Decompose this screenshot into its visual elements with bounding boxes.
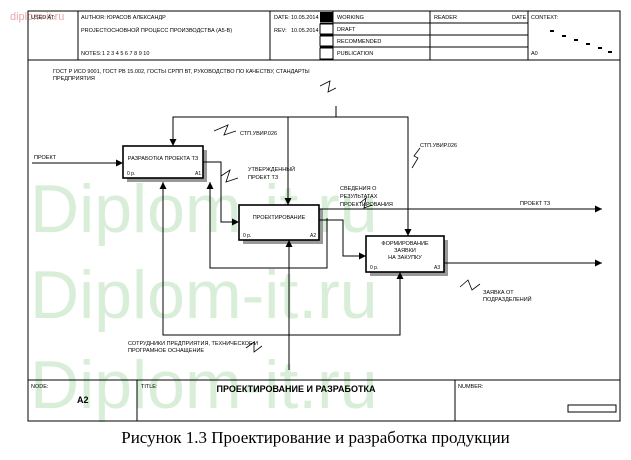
author-label: AUTHOR: [81,15,106,21]
label-squiggles [213,80,481,353]
a3-title-line-1: ФОРМИРОВАНИЕ [381,241,429,247]
footer-block: NODE: TITLE: NUMBER: A2 ПРОЕКТИРОВАНИЕ И… [28,379,620,421]
status-draft: DRAFT [337,27,356,33]
figure-caption: Рисунок 1.3 Проектирование и разработка … [121,428,510,447]
status-recommended-marker [319,35,334,47]
context-node: A0 [531,51,538,57]
activity-box-a2: ПРОЕКТИРОВАНИЕ 0 р. A2 [238,204,323,244]
node-label: NODE: [31,384,49,390]
a3-id: A3 [434,265,440,271]
a3-title-line-3: НА ЗАКУПКУ [388,255,422,261]
mechanism-arrow-to-a3 [289,272,404,336]
a2-title: ПРОЕКТИРОВАНИЕ [253,215,306,221]
label-results-3: ПРОЕКТИРОВАНИЯ [340,202,393,208]
reader-date-label: DATE [512,15,527,21]
label-approved-tz-2: ПРОЕКТ ТЗ [248,175,279,181]
title-label: TITLE: [141,384,158,390]
reader-label: READER [434,15,457,21]
label-input-project: ПРОЕКТ [34,155,57,161]
label-control-gost-2: ПРЕДПРИЯТИЯ [53,76,95,82]
watermark-large-2: Diplom-it.ru [30,257,378,333]
date-label: DATE: [274,15,290,21]
status-working: WORKING [337,15,364,21]
notes-label: NOTES: [81,51,102,57]
label-output-tz: ПРОЕКТ ТЗ [520,201,551,207]
label-mechanism-2: ПРОГРАМНОЕ ОСНАЩЕНИЕ [128,348,204,354]
status-draft-marker [319,23,334,35]
control-arrow-to-a3 [335,106,412,236]
label-approved-tz-1: УТВЕРЖДЕННЫЙ [248,165,295,173]
watermark-large-3: Diplom-it.ru [30,347,378,423]
a1-title: РАЗРАБОТКА ПРОЕКТА ТЗ [128,156,199,162]
status-working-marker [320,12,333,22]
label-output-request-2: ПОДРАЗДЕЛЕНИЙ [483,295,532,303]
label-results-2: РЕЗУЛЬТАТАХ [340,194,378,200]
footer-number-box [567,404,617,413]
context-thumbnail [550,30,612,53]
project-label: PROJECT: [81,28,108,34]
status-recommended: RECOMMENDED [337,39,381,45]
a1-id: A1 [195,171,201,177]
number-label: NUMBER: [458,384,484,390]
arrow-a2-to-a3 [319,219,366,260]
notes-value: 1 2 3 4 5 6 7 8 9 10 [102,51,149,57]
a2-cost: 0 р. [243,233,251,239]
rev-label: REV: [274,28,287,34]
header-block: USED AT: AUTHOR: ЮРАСОВ АЛЕКСАНДР PROJEC… [28,11,620,61]
used-at-label: USED AT: [31,15,56,21]
control-arrow-to-a1 [169,106,337,146]
activity-box-a3: ФОРМИРОВАНИЕ ЗАЯВКИ НА ЗАКУПКУ 0 р. A3 [365,235,448,276]
a2-id: A2 [310,233,316,239]
project-value: ОСНОВНОЙ ПРОЦЕСС ПРОИЗВОДСТВА (А5-В) [107,26,232,34]
a1-cost: 0 р. [127,171,135,177]
a3-cost: 0 р. [370,265,378,271]
watermark-corner: diplom-it.ru [10,11,64,23]
label-control-gost-1: ГОСТ Р ИСО 9001, ГОСТ РВ 15.002, ГОСТЫ С… [53,69,310,75]
status-publication-marker [319,47,334,60]
label-results-1: СВЕДЕНИЯ О [340,186,377,192]
node-value: A2 [77,395,89,405]
label-stp-uvir-2: СТП.УВИР.026 [420,143,457,149]
date-value: 10.05.2014 [291,15,319,21]
context-label: CONTEXT: [531,15,559,21]
status-publication: PUBLICATION [337,51,373,57]
author-value: ЮРАСОВ АЛЕКСАНДР [107,15,166,21]
arrow-a1-to-a2 [203,161,239,226]
a3-title-line-2: ЗАЯВКИ [394,248,416,254]
label-mechanism-1: СОТРУДНИКИ ПРЕДПРИЯТИЯ, ТЕХНИЧЕСКОЕ И [128,341,258,347]
rev-value: 10.05.2014 [291,28,319,34]
label-stp-uvir-1: СТП.УВИР.026 [240,131,277,137]
activity-box-a1: РАЗРАБОТКА ПРОЕКТА ТЗ 0 р. A1 [122,145,207,182]
feedback-arrow-a2-to-a1 [206,182,328,269]
diagram-title: ПРОЕКТИРОВАНИЕ И РАЗРАБОТКА [217,384,376,394]
diagram-frame [27,10,621,422]
label-output-request-1: ЗАЯВКА ОТ [483,290,514,296]
